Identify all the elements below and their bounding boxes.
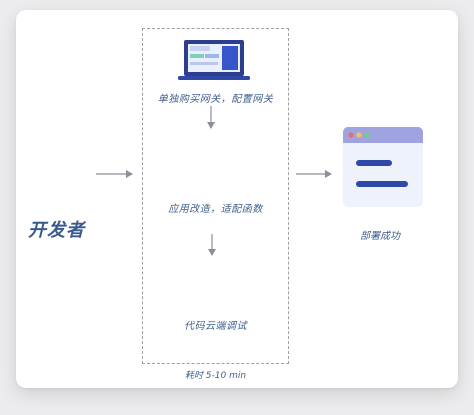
deploy-success-label: 部署成功	[360, 231, 400, 242]
developer-label: 开发者	[28, 220, 85, 241]
step-buy-gateway: 单独购买网关，配置网关	[157, 94, 274, 105]
duration-label: 耗时 5-10 min	[184, 371, 247, 381]
browser-window-icon	[343, 127, 423, 207]
process-box	[142, 28, 289, 364]
step-cloud-debug: 代码云端调试	[184, 321, 247, 332]
step-adapt-functions: 应用改造，适配函数	[168, 204, 263, 215]
laptop-icon	[178, 40, 250, 80]
